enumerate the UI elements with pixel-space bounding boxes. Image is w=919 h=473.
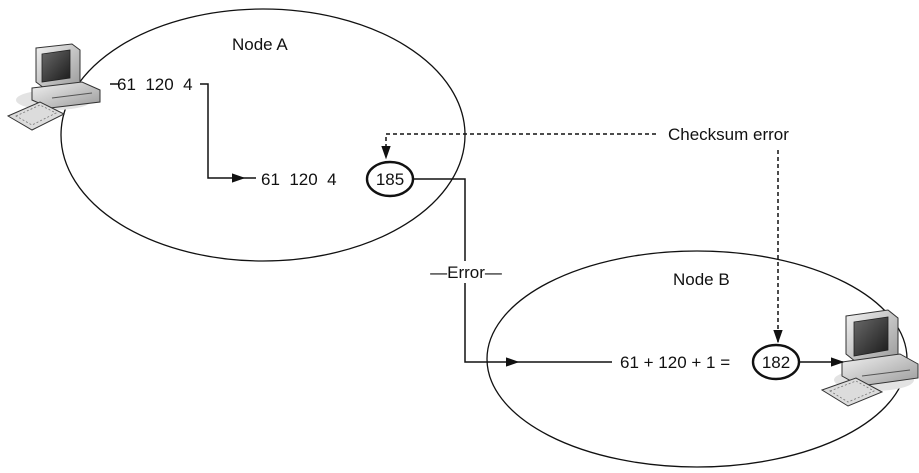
node-b-label: Node B [673,270,730,289]
node-a-data-values: 61 120 4 [117,75,193,94]
checksum-182-circle [751,343,801,381]
error-label: —Error— [430,263,502,282]
checksum-error-dashed-arrow [381,133,656,160]
checksum-185-circle [365,160,415,198]
node-a-ellipse [60,8,466,262]
node-a-sent-values: 61 120 4 [261,170,337,189]
node-b-checksum: 182 [762,353,790,372]
checksum-error-label: Checksum error [668,125,789,144]
error-label-bg [423,261,511,283]
computer-icon [6,43,101,131]
node-a-checksum: 185 [376,170,404,189]
connector-arrow [200,83,246,183]
computer-icon [820,309,919,407]
node-a-label: Node A [232,35,288,54]
node-b-calculation: 61 + 120 + 1 = [620,353,730,372]
